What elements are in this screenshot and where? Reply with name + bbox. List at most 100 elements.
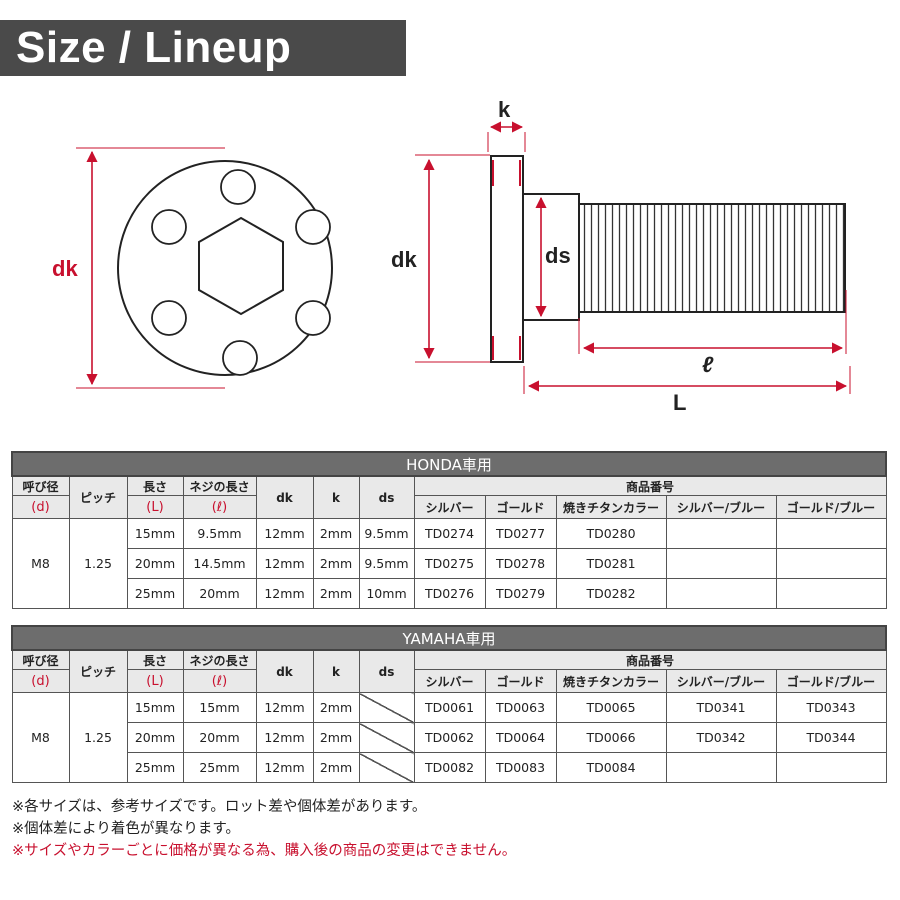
header-pitch: ピッチ xyxy=(68,475,128,519)
header-color: シルバー/ブルー xyxy=(665,669,777,693)
header-color: ゴールド/ブルー xyxy=(775,495,887,519)
code-cell xyxy=(775,548,887,579)
code-cell: TD0278 xyxy=(484,548,557,579)
code-cell xyxy=(775,752,887,783)
code-cell: TD0342 xyxy=(665,722,777,753)
header-d-sym: (d) xyxy=(11,495,70,519)
k-label: k xyxy=(498,97,511,122)
code-cell xyxy=(665,548,777,579)
table-row: 25mm 20mm 12mm 2mm 10mm TD0276 TD0279 TD… xyxy=(12,578,887,609)
header-color: シルバー/ブルー xyxy=(665,495,777,519)
code-cell: TD0066 xyxy=(555,722,667,753)
header-thread-sym: (ℓ) xyxy=(182,495,257,519)
code-cell: TD0061 xyxy=(413,692,486,723)
code-cell xyxy=(665,578,777,609)
dk-cell: 12mm xyxy=(255,578,314,609)
header-length: 長さ xyxy=(126,475,184,496)
length-cell: 25mm xyxy=(126,752,184,783)
ds-na-cell xyxy=(358,722,415,753)
yamaha-title: YAMAHA車用 xyxy=(11,625,887,651)
header-k: k xyxy=(312,649,360,693)
yamaha-table: YAMAHA車用 呼び径 ピッチ 長さ ネジの長さ dk k ds 商品番号 (… xyxy=(11,625,887,783)
table-row: M8 1.25 15mm 15mm 12mm 2mm TD0061 TD0063… xyxy=(11,692,887,783)
length-cell: 15mm xyxy=(126,692,184,723)
k-cell: 2mm xyxy=(312,578,360,609)
code-cell: TD0062 xyxy=(413,722,486,753)
code-cell: TD0084 xyxy=(555,752,667,783)
code-cell: TD0281 xyxy=(555,548,667,579)
length-cell: 20mm xyxy=(126,722,184,753)
header-part-no: 商品番号 xyxy=(413,475,887,496)
header-length: 長さ xyxy=(126,649,184,670)
thread-cell: 25mm xyxy=(182,752,257,783)
dk-label-right: dk xyxy=(391,247,417,272)
header-dk: dk xyxy=(255,475,314,519)
honda-title: HONDA車用 xyxy=(11,451,887,477)
size-cell: M8 xyxy=(11,518,70,609)
code-cell xyxy=(775,518,887,549)
code-cell: TD0341 xyxy=(665,692,777,723)
pitch-cell: 1.25 xyxy=(68,692,128,783)
hex-socket xyxy=(198,216,284,316)
bolt-side-view xyxy=(490,155,846,363)
code-cell: TD0276 xyxy=(413,578,486,609)
header-color: 焼きチタンカラー xyxy=(555,669,667,693)
note-line: ※個体差により着色が異なります。 xyxy=(12,821,240,837)
page-title: Size / Lineup xyxy=(0,20,406,76)
code-cell: TD0277 xyxy=(484,518,557,549)
code-cell xyxy=(775,578,887,609)
ds-cell: 10mm xyxy=(358,578,415,609)
header-color: 焼きチタンカラー xyxy=(555,495,667,519)
code-cell: TD0280 xyxy=(555,518,667,549)
header-length-sym: (L) xyxy=(126,495,184,519)
header-pitch: ピッチ xyxy=(68,649,128,693)
k-cell: 2mm xyxy=(312,752,360,783)
table-row: 20mm 20mm 12mm 2mm TD0062 TD0064 TD0066 … xyxy=(12,722,887,753)
code-cell: TD0083 xyxy=(484,752,557,783)
header-dk: dk xyxy=(255,649,314,693)
thread-length-label: ℓ xyxy=(702,352,714,377)
code-cell: TD0279 xyxy=(484,578,557,609)
ds-na-cell xyxy=(358,692,415,723)
header-k: k xyxy=(312,475,360,519)
dk-cell: 12mm xyxy=(255,722,314,753)
table-row: 25mm 25mm 12mm 2mm TD0082 TD0083 TD0084 xyxy=(12,752,887,783)
thread-cell: 15mm xyxy=(182,692,257,723)
ds-na-cell xyxy=(358,752,415,783)
head-hole xyxy=(151,209,187,245)
thread-cell: 20mm xyxy=(182,722,257,753)
pitch-cell: 1.25 xyxy=(68,518,128,609)
header-length-sym: (L) xyxy=(126,669,184,693)
ds-label: ds xyxy=(545,243,571,268)
head-hole xyxy=(295,209,331,245)
k-cell: 2mm xyxy=(312,518,360,549)
header-color: シルバー xyxy=(413,495,486,519)
length-label: L xyxy=(673,390,686,410)
header-color: ゴールド xyxy=(484,669,557,693)
head-hole xyxy=(220,169,256,205)
header-color: ゴールド/ブルー xyxy=(775,669,887,693)
code-cell: TD0282 xyxy=(555,578,667,609)
head-hole xyxy=(222,340,258,376)
header-ds: ds xyxy=(358,649,415,693)
k-cell: 2mm xyxy=(312,722,360,753)
header-thread: ネジの長さ xyxy=(182,475,257,496)
length-cell: 15mm xyxy=(126,518,184,549)
honda-table: HONDA車用 呼び径 ピッチ 長さ ネジの長さ dk k ds 商品番号 (d… xyxy=(11,451,887,609)
code-cell: TD0064 xyxy=(484,722,557,753)
header-color: ゴールド xyxy=(484,495,557,519)
header-thread-sym: (ℓ) xyxy=(182,669,257,693)
dk-cell: 12mm xyxy=(255,518,314,549)
ds-cell: 9.5mm xyxy=(358,518,415,549)
table-row: M8 1.25 15mm 9.5mm 12mm 2mm 9.5mm TD0274… xyxy=(11,518,887,609)
size-cell: M8 xyxy=(11,692,70,783)
header-part-no: 商品番号 xyxy=(413,649,887,670)
head-hole xyxy=(151,300,187,336)
note-line: ※各サイズは、参考サイズです。ロット差や個体差があります。 xyxy=(12,799,427,815)
dimensions-right: k dk ds ℓ L xyxy=(391,97,851,410)
dk-label-left: dk xyxy=(52,256,78,281)
header-color: シルバー xyxy=(413,669,486,693)
length-cell: 20mm xyxy=(126,548,184,579)
k-cell: 2mm xyxy=(312,548,360,579)
length-cell: 25mm xyxy=(126,578,184,609)
